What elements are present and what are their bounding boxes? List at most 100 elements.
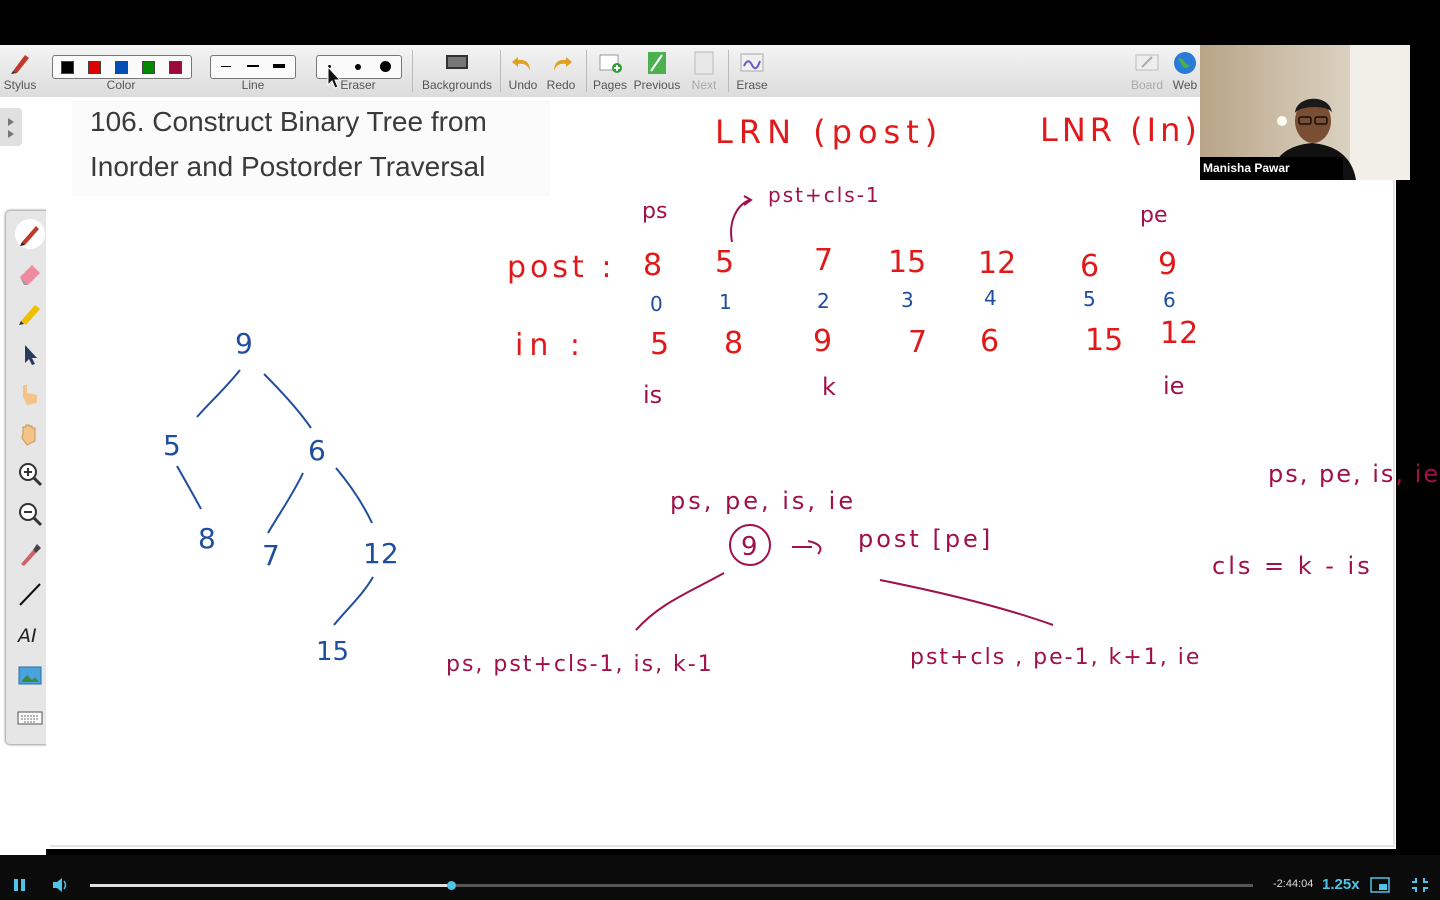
in-row-label: in :	[515, 328, 586, 363]
pages-button[interactable]: Pages	[590, 45, 630, 97]
stylus-button[interactable]: Stylus	[0, 45, 40, 97]
undo-button[interactable]: Undo	[505, 45, 541, 97]
color-swatch-green[interactable]	[142, 61, 155, 74]
backgrounds-button[interactable]: Backgrounds	[420, 45, 494, 97]
add-page-icon	[599, 54, 622, 73]
index-label: 2	[817, 289, 830, 313]
in-value: 8	[724, 326, 743, 361]
redo-button[interactable]: Redo	[543, 45, 579, 97]
web-button[interactable]: Web	[1170, 45, 1200, 97]
volume-button[interactable]	[51, 876, 71, 894]
line-width-selector	[210, 55, 296, 79]
video-player-controls	[0, 855, 1440, 900]
screenshot-tool[interactable]	[15, 661, 45, 691]
eraser-medium[interactable]	[355, 64, 361, 70]
next-page-icon	[694, 51, 714, 75]
problem-title-line-1: 106. Construct Binary Tree from	[90, 106, 487, 137]
eraser-small[interactable]	[328, 65, 331, 68]
ps-marker: ps	[642, 199, 667, 224]
highlighter-tool[interactable]	[15, 299, 45, 329]
post-value: 15	[888, 245, 926, 280]
pip-inner	[1379, 884, 1387, 890]
eraser-tool[interactable]	[15, 259, 45, 289]
stylus-label: Stylus	[3, 78, 37, 92]
in-value: 15	[1085, 323, 1123, 358]
pages-label: Pages	[592, 78, 628, 92]
presenter-name-tag: Manisha Pawar	[1200, 157, 1343, 180]
line-thick[interactable]	[273, 64, 285, 68]
svg-text:AI: AI	[16, 625, 37, 647]
globe-icon	[1174, 52, 1196, 74]
volume-icon	[53, 878, 62, 892]
undo-label: Undo	[508, 78, 538, 92]
whiteboard-toolbar	[0, 45, 1200, 98]
arrow-right-icon	[792, 540, 822, 555]
seek-bar-played	[90, 884, 451, 887]
text-tool[interactable]: AI	[15, 619, 45, 649]
in-value: 6	[980, 324, 999, 359]
redo-icon	[554, 57, 572, 71]
picture-in-picture-button[interactable]	[1370, 877, 1390, 893]
color-picker-tool[interactable]	[15, 539, 45, 569]
index-label: 5	[1083, 287, 1096, 311]
board-button[interactable]: Board	[1127, 45, 1167, 97]
lnr-in-label: LNR (In)	[1040, 111, 1201, 149]
eyedropper-icon	[21, 544, 41, 566]
top-black-bar	[0, 0, 1440, 45]
web-label: Web	[1172, 78, 1198, 92]
pointer-tool[interactable]	[15, 379, 45, 409]
line-label: Line	[241, 78, 265, 92]
pst-arrow	[730, 199, 751, 243]
pause-button[interactable]	[12, 877, 28, 893]
color-swatch-red[interactable]	[88, 61, 101, 74]
index-label: 0	[650, 292, 663, 316]
previous-page-icon	[648, 52, 666, 74]
line-medium[interactable]	[247, 65, 259, 67]
color-label: Color	[106, 78, 136, 92]
toolbar-divider	[500, 50, 501, 92]
root-node: 9	[741, 532, 758, 562]
left-child-edge	[635, 572, 725, 631]
backgrounds-icon	[446, 55, 468, 69]
color-swatch-maroon[interactable]	[169, 61, 182, 74]
exit-fullscreen-button[interactable]	[1411, 877, 1429, 893]
zoom-out-tool[interactable]	[15, 499, 45, 529]
next-button[interactable]: Next	[684, 45, 724, 97]
post-pe-note: post [pe]	[858, 525, 993, 553]
side-params-note: ps, pe, is, ie	[1268, 460, 1440, 488]
erase-button[interactable]: Erase	[732, 45, 772, 97]
k-marker: k	[822, 373, 836, 401]
previous-label: Previous	[633, 78, 681, 92]
board-icon	[1135, 54, 1159, 71]
previous-button[interactable]: Previous	[633, 45, 681, 97]
zoom-in-tool[interactable]	[15, 459, 45, 489]
pe-marker: pe	[1140, 203, 1168, 228]
color-swatch-black[interactable]	[61, 61, 74, 74]
seek-bar[interactable]	[90, 881, 1253, 890]
color-group: Color	[52, 45, 190, 97]
index-label: 1	[719, 290, 732, 314]
collapse-panel-button[interactable]	[0, 108, 22, 146]
pause-icon-bar	[21, 879, 25, 891]
toolbar-divider	[586, 50, 587, 92]
whiteboard-canvas[interactable]	[46, 97, 1396, 849]
playback-speed-button[interactable]: 1.25x	[1322, 876, 1360, 893]
redo-label: Redo	[546, 78, 576, 92]
eraser-large[interactable]	[380, 61, 391, 72]
tree-node: 8	[198, 522, 216, 555]
eraser-icon	[20, 265, 40, 285]
keyboard-tool[interactable]	[15, 703, 45, 733]
index-label: 3	[901, 288, 914, 312]
seek-handle[interactable]	[446, 881, 456, 890]
toolbar-divider	[412, 50, 413, 92]
line-thin[interactable]	[221, 66, 231, 67]
zoom-out-icon	[19, 503, 43, 527]
hand-icon	[21, 424, 36, 446]
pan-tool[interactable]	[15, 419, 45, 449]
select-tool[interactable]	[15, 339, 45, 369]
post-value: 6	[1080, 249, 1099, 284]
color-swatch-blue[interactable]	[115, 61, 128, 74]
line-tool[interactable]	[15, 579, 45, 609]
pen-tool[interactable]	[15, 219, 45, 249]
